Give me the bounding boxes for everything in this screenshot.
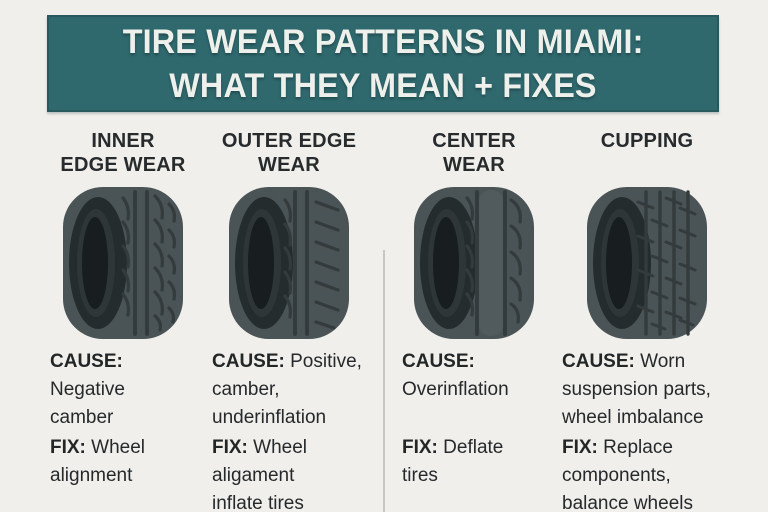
column-outer-edge-wear: OUTER EDGE WEAR CAUSE: Positive, c (206, 122, 372, 512)
cause-text: Overinflation (402, 379, 509, 400)
cause-text: Positive, camber, underinflation (212, 351, 362, 428)
fix-paragraph: FIX: Replace components, balance wheels (562, 434, 738, 512)
fix-text: Replace components, balance wheels (562, 437, 693, 512)
cause-paragraph: CAUSE: Negative camber (50, 348, 202, 432)
column-heading: OUTER EDGE WEAR (221, 130, 357, 176)
cause-paragraph: CAUSE: Worn suspension parts, wheel imba… (562, 348, 738, 432)
cause-text: Negative camber (50, 379, 125, 428)
column-inner-edge-wear: INNER EDGE WEAR CAUSE: (44, 122, 202, 512)
tire-inner-edge-wear-icon (44, 186, 202, 340)
column-heading: CENTER WEAR (432, 130, 516, 176)
vertical-divider (383, 250, 385, 512)
cause-label: CAUSE: (562, 351, 635, 372)
columns-container: INNER EDGE WEAR CAUSE: (0, 122, 768, 512)
fix-text: Wheel aligament inflate tires (212, 437, 308, 512)
fix-label: FIX: (562, 437, 598, 458)
column-cupping: CUPPING CAUSE: Worn suspension par (556, 122, 738, 512)
column-center-wear: CENTER WEAR CAUSE: Overinflation (398, 122, 550, 512)
cause-label: CAUSE: (50, 351, 123, 372)
fix-text: Wheel alignment (50, 437, 146, 486)
column-heading: INNER EDGE WEAR (60, 130, 186, 176)
cause-label: CAUSE: (402, 351, 475, 372)
fix-paragraph: FIX: Wheel alignment (50, 434, 202, 490)
cause-text: Worn suspension parts, wheel imbalance (562, 351, 711, 428)
title-line-2: WHAT THEY MEAN + FIXES (169, 66, 597, 105)
header-banner: TIRE WEAR PATTERNS IN MIAMI: WHAT THEY M… (47, 15, 719, 112)
fix-paragraph: FIX: Deflate tires (402, 434, 550, 490)
fix-label: FIX: (212, 437, 248, 458)
title-line-1: TIRE WEAR PATTERNS IN MIAMI: (122, 22, 644, 61)
fix-label: FIX: (402, 437, 438, 458)
column-heading: CUPPING (600, 130, 694, 152)
fix-paragraph: FIX: Wheel aligament inflate tires (212, 434, 372, 512)
fix-label: FIX: (50, 437, 86, 458)
cause-label: CAUSE: (212, 351, 285, 372)
cause-paragraph: CAUSE: Positive, camber, underinflation (212, 348, 372, 432)
tire-outer-edge-wear-icon (206, 186, 372, 340)
tire-cupping-icon (556, 186, 738, 340)
fix-text: Deflate tires (402, 437, 504, 486)
cause-paragraph: CAUSE: Overinflation (402, 348, 550, 404)
tire-center-wear-icon (398, 186, 550, 340)
